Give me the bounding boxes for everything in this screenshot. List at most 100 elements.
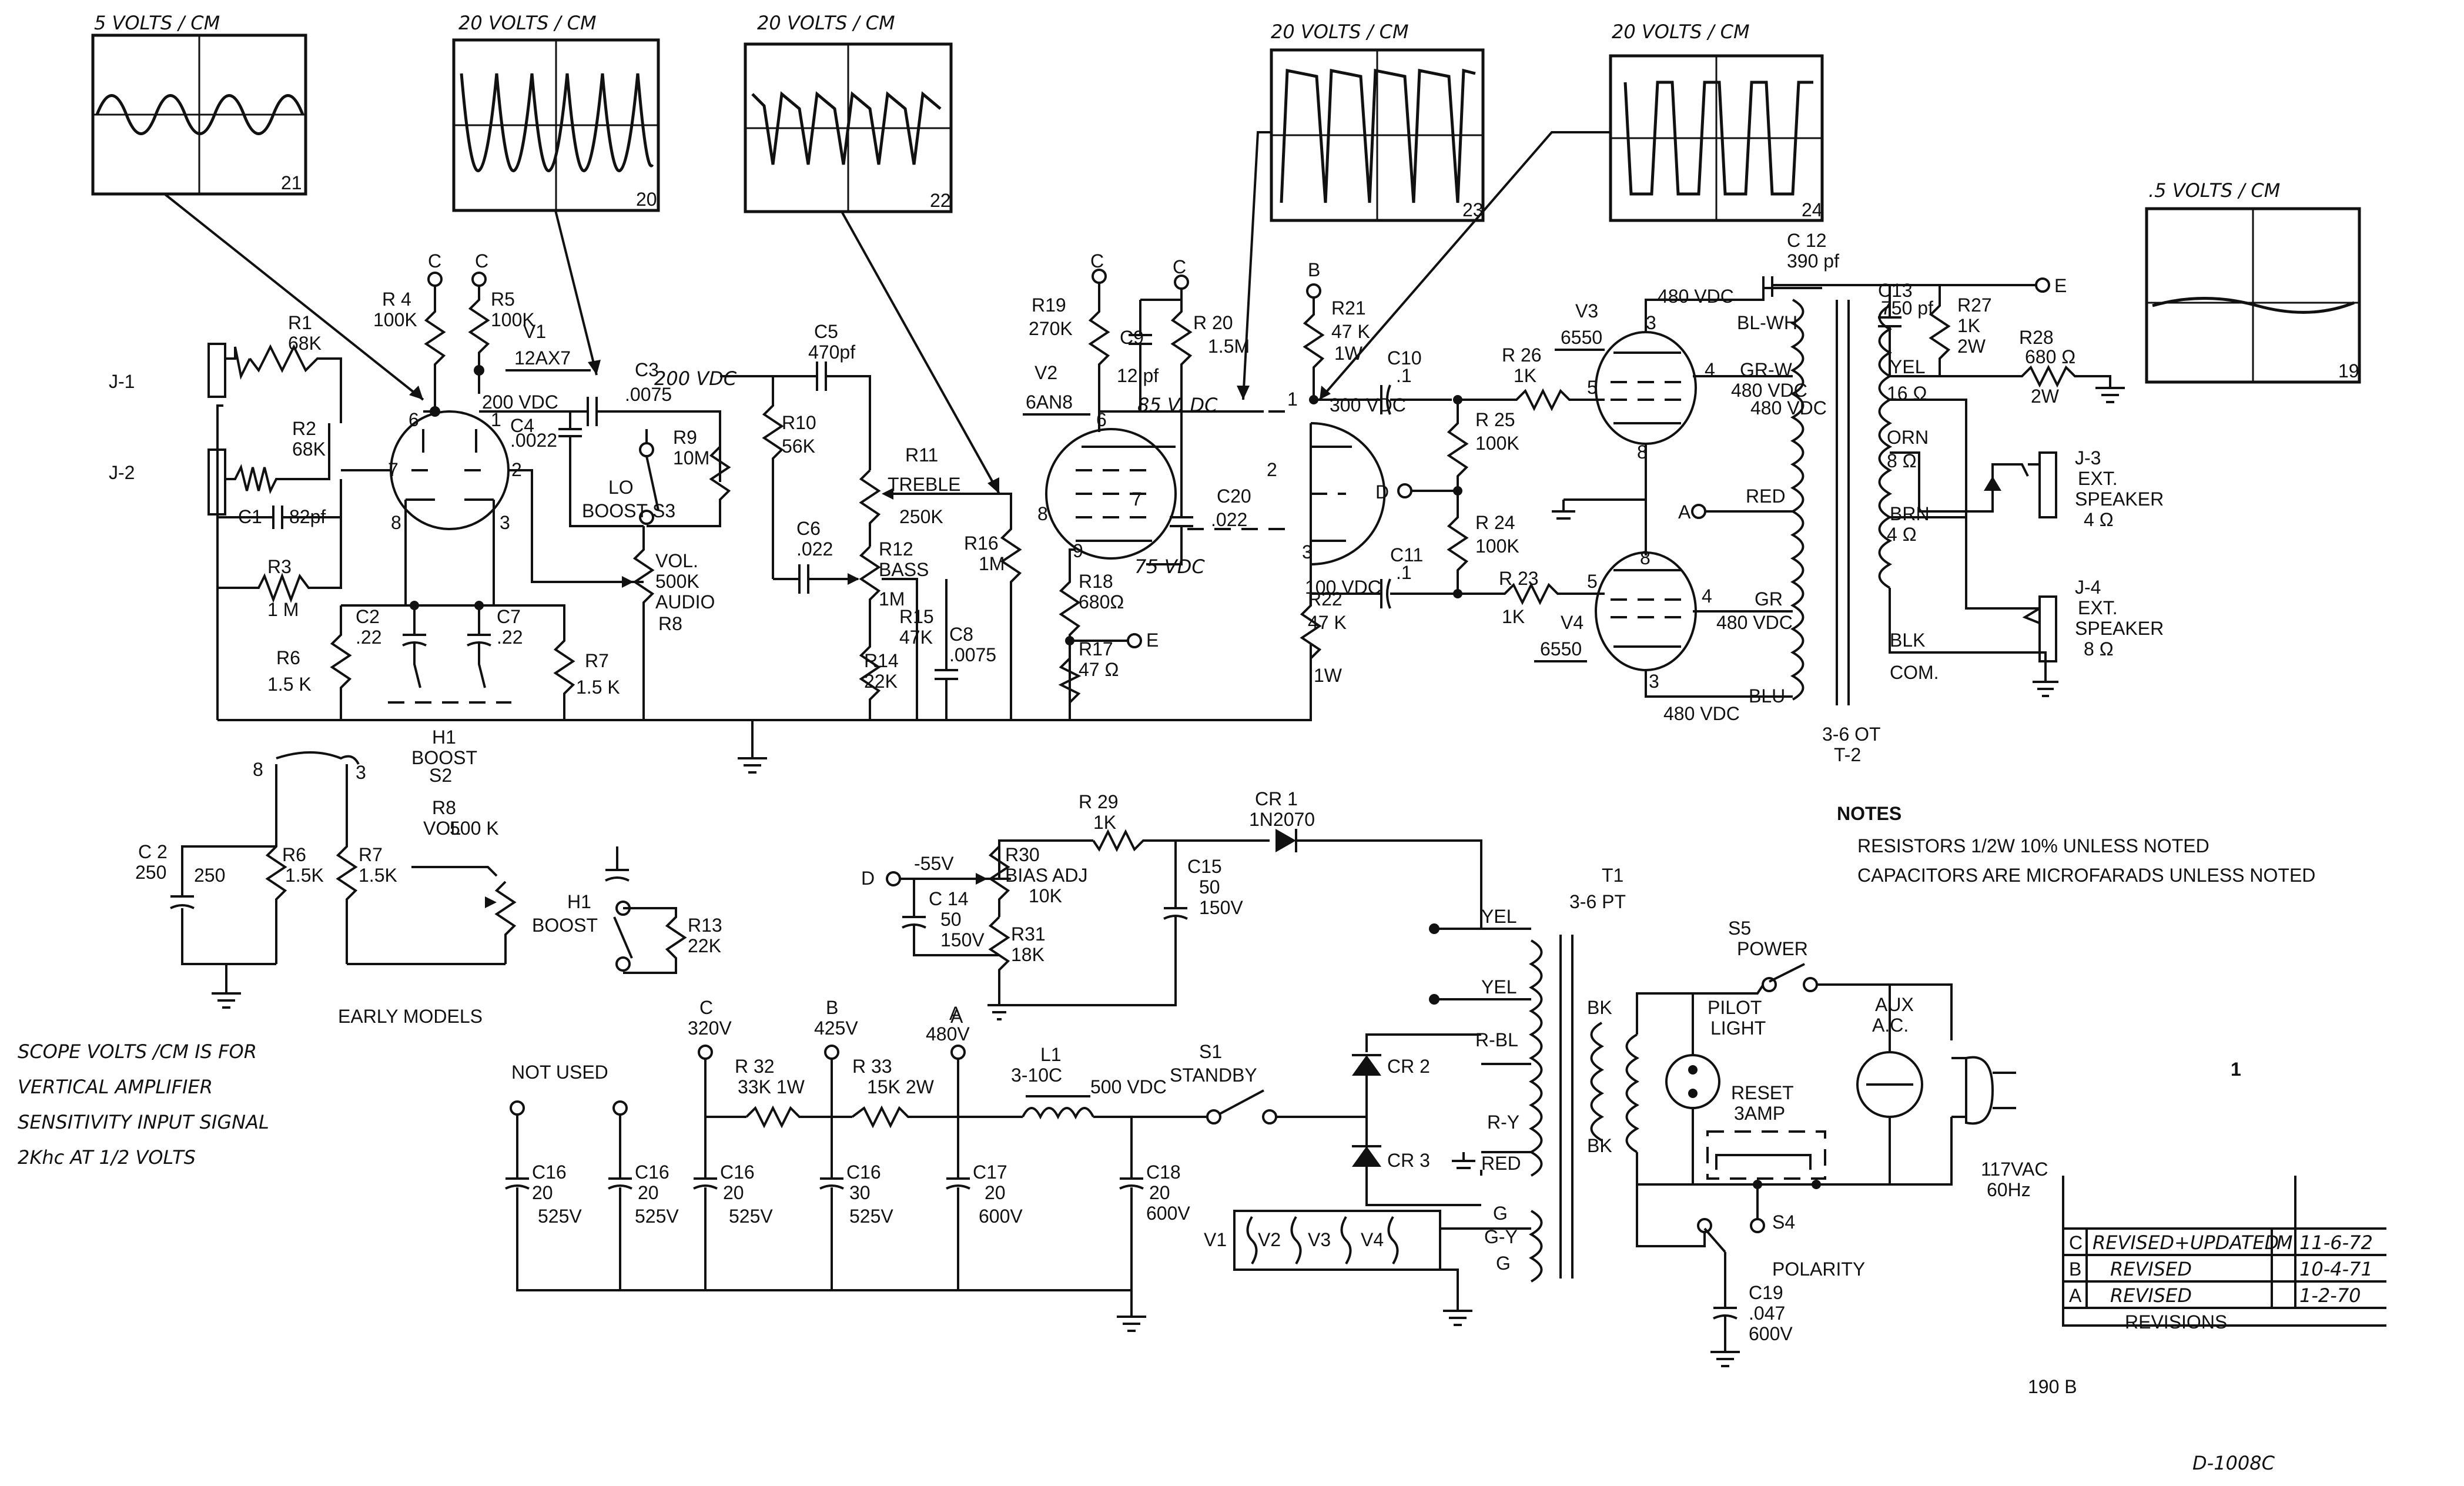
svg-text:100K: 100K [1475,433,1519,454]
scope-23: 20 VOLTS / CM 23 [1270,21,1485,222]
svg-text:-55V: -55V [914,853,954,874]
svg-text:GR-W: GR-W [1740,359,1793,380]
svg-text:525V: 525V [849,1206,893,1227]
svg-text:.022: .022 [796,538,833,560]
svg-text:1 M: 1 M [267,599,299,620]
svg-text:R 24: R 24 [1475,512,1515,533]
svg-text:REVISIONS: REVISIONS [2125,1311,2227,1333]
svg-text:AUDIO: AUDIO [655,591,715,613]
svg-text:3-6 PT: 3-6 PT [1569,891,1626,912]
svg-text:19: 19 [2338,360,2359,381]
svg-text:C: C [475,250,488,272]
svg-text:C20: C20 [1217,486,1251,507]
tone-stack: C5 470pf R10 56K R11 TREBLE 250K C6 .022… [720,321,1022,720]
svg-text:LIGHT: LIGHT [1710,1018,1766,1039]
svg-text:2W: 2W [1957,336,1986,357]
svg-text:E: E [1146,630,1159,651]
svg-text:R 25: R 25 [1475,409,1515,430]
svg-text:C16: C16 [846,1162,881,1183]
svg-text:24: 24 [1802,199,1823,220]
svg-text:C 12: C 12 [1787,230,1827,251]
svg-text:C 14: C 14 [929,888,969,909]
svg-text:390 pf: 390 pf [1787,250,1839,272]
early-models: 8 3 R6 1.5K R7 1.5K C 2 250 250 R8 VOL 5… [135,751,722,1027]
svg-text:.22: .22 [356,627,381,648]
svg-text:REVISED: REVISED [2110,1284,2192,1307]
svg-text:480V: 480V [926,1023,970,1045]
svg-text:V2: V2 [1035,362,1057,383]
svg-text:20: 20 [1149,1182,1170,1203]
svg-text:7: 7 [388,459,399,480]
svg-text:20 VOLTS / CM: 20 VOLTS / CM [1612,21,1750,43]
svg-text:10K: 10K [1029,885,1062,906]
svg-text:1.5 K: 1.5 K [267,674,312,695]
svg-text:5: 5 [1587,377,1598,398]
svg-text:D: D [861,868,875,889]
svg-text:G: G [1493,1203,1508,1224]
svg-text:8: 8 [253,759,263,780]
svg-text:POWER: POWER [1737,938,1808,959]
revisions-block: C REVISED+UPDATED M 11-6-72 B REVISED 10… [2062,1176,2386,1333]
hv-supply: NOT USED C 320V B 425V A 480V R 32 33K 1… [505,997,1481,1332]
svg-text:R19: R19 [1032,294,1066,316]
svg-text:60Hz: 60Hz [1987,1179,2031,1200]
svg-text:EARLY MODELS: EARLY MODELS [338,1006,483,1027]
svg-text:8: 8 [1037,503,1048,524]
svg-text:A: A [2069,1285,2082,1306]
svg-text:12 pf: 12 pf [1117,365,1159,386]
svg-text:1K: 1K [1502,606,1525,627]
svg-text:R3: R3 [267,556,292,577]
svg-text:85 V. DC: 85 V. DC [1137,394,1218,416]
svg-text:CR 2: CR 2 [1387,1056,1430,1077]
svg-text:C19: C19 [1749,1282,1783,1303]
ground-bus [217,644,1312,774]
svg-text:56K: 56K [782,436,815,457]
svg-text:C3: C3 [635,359,659,380]
svg-text:1W: 1W [1314,665,1343,686]
svg-text:250: 250 [135,862,166,883]
svg-text:C10: C10 [1387,347,1422,369]
svg-text:R11: R11 [905,444,938,466]
svg-text:A: A [1678,501,1691,523]
svg-text:V1: V1 [1204,1229,1227,1250]
svg-text:20: 20 [532,1182,553,1203]
svg-text:480 VDC: 480 VDC [1716,612,1793,633]
svg-text:20: 20 [638,1182,659,1203]
svg-text:C: C [428,250,441,272]
svg-text:50: 50 [1199,876,1220,898]
svg-text:R17: R17 [1079,638,1113,660]
svg-text:PILOT: PILOT [1708,997,1762,1018]
svg-text:R2: R2 [292,418,316,439]
svg-text:6AN8: 6AN8 [1026,391,1073,413]
drawing-number: D-1008C [2192,1452,2275,1474]
svg-text:1.5 K: 1.5 K [576,677,620,698]
svg-text:REVISED+UPDATED: REVISED+UPDATED [2093,1231,2279,1254]
svg-text:20 VOLTS / CM: 20 VOLTS / CM [458,12,597,34]
svg-text:500K: 500K [655,571,699,592]
scope-leads [163,131,1611,494]
svg-text:100K: 100K [1475,536,1519,557]
svg-text:R27: R27 [1957,294,1992,316]
svg-text:BLU: BLU [1749,685,1785,707]
svg-text:3: 3 [1649,671,1659,692]
svg-text:1W: 1W [1334,343,1363,364]
svg-text:R 4: R 4 [382,289,411,310]
svg-text:S4: S4 [1772,1211,1795,1233]
preamp-stage: J-1 J-2 R1 68K R2 68K C1 82pf R3 1 M V1 … [109,250,737,786]
svg-text:R16: R16 [964,533,999,554]
svg-text:R 20: R 20 [1193,312,1233,333]
svg-text:VOL.: VOL. [655,550,698,571]
svg-text:1: 1 [491,409,501,430]
svg-text:R8: R8 [432,797,456,818]
svg-text:BOOST: BOOST [532,915,598,936]
svg-text:22K: 22K [864,671,898,692]
svg-text:22: 22 [930,190,951,211]
svg-text:C9: C9 [1120,327,1144,348]
svg-text:CAPACITORS ARE MICROFARADS UNL: CAPACITORS ARE MICROFARADS UNLESS NOTED [1857,865,2315,886]
svg-text:425V: 425V [814,1018,858,1039]
svg-text:GR: GR [1755,588,1783,610]
power-transformer: T1 3-6 PT YEL YEL R-BL R-Y RED G G-Y G B… [1429,865,2048,1367]
svg-text:C17: C17 [973,1162,1007,1183]
svg-text:TREBLE: TREBLE [888,474,960,495]
